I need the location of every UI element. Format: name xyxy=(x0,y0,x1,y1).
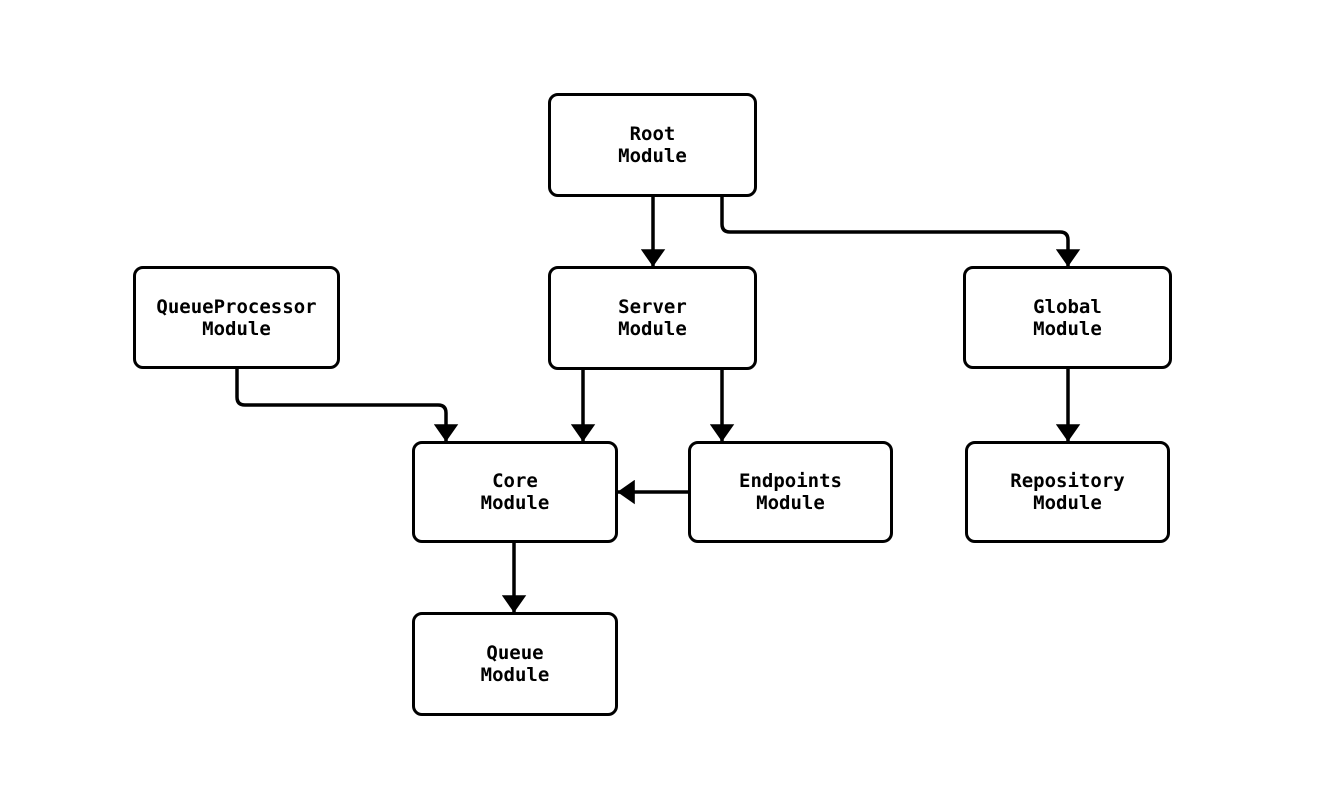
node-label-server-module: Server Module xyxy=(618,296,687,340)
node-label-root-module: Root Module xyxy=(618,123,687,167)
node-queueprocessor-module: QueueProcessor Module xyxy=(133,266,340,369)
node-label-core-module: Core Module xyxy=(480,470,550,514)
node-label-repository-module: Repository Module xyxy=(1010,470,1125,514)
node-label-global-module: Global Module xyxy=(1033,295,1102,340)
node-server-module: Server Module xyxy=(548,266,757,370)
node-endpoints-module: Endpoints Module xyxy=(688,441,893,543)
node-core-module: Core Module xyxy=(412,441,618,543)
node-repository-module: Repository Module xyxy=(965,441,1170,543)
node-root-module: Root Module xyxy=(548,93,757,197)
edge-queueprocessor-module-to-core-module xyxy=(235,369,459,442)
node-label-endpoints-module: Endpoints Module xyxy=(739,470,842,514)
edge-root-module-to-global-module xyxy=(720,197,1081,267)
node-queue-module: Queue Module xyxy=(412,612,618,716)
node-label-queueprocessor-module: QueueProcessor Module xyxy=(156,295,317,340)
node-global-module: Global Module xyxy=(963,266,1172,369)
node-label-queue-module: Queue Module xyxy=(480,642,550,686)
